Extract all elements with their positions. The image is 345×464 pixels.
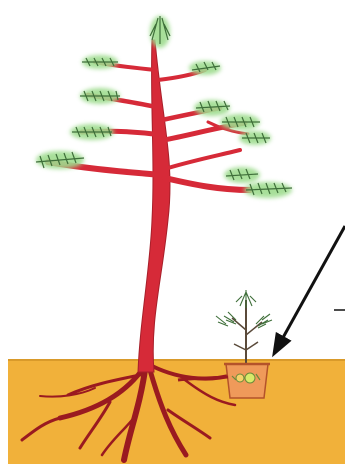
pointer-arrow	[275, 226, 345, 352]
large-tree-trunk	[138, 40, 170, 372]
